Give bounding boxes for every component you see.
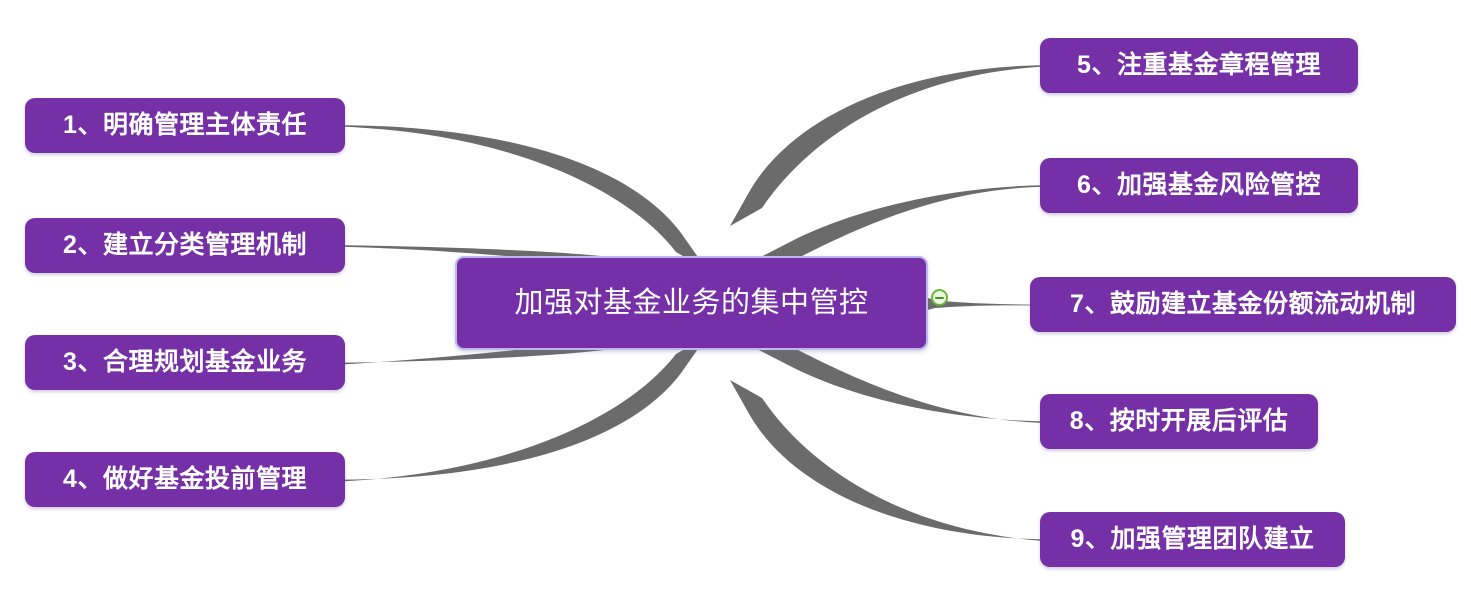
center-node[interactable]: 加强对基金业务的集中管控 <box>455 256 928 350</box>
branch-node-9-label: 9、加强管理团队建立 <box>1070 525 1315 553</box>
center-node-label: 加强对基金业务的集中管控 <box>514 286 869 319</box>
connector-left-1 <box>345 125 707 270</box>
connector-left-4 <box>345 336 707 482</box>
branch-node-6-label: 6、加强基金风险管控 <box>1077 171 1321 199</box>
branch-node-7[interactable]: 7、鼓励建立基金份额流动机制 <box>1030 277 1456 332</box>
branch-node-1-label: 1、明确管理主体责任 <box>63 111 307 139</box>
minus-glyph <box>935 296 944 299</box>
branch-node-3-label: 3、合理规划基金业务 <box>63 348 307 376</box>
branch-node-2-label: 2、建立分类管理机制 <box>63 231 307 259</box>
branch-node-4-label: 4、做好基金投前管理 <box>63 465 307 493</box>
branch-node-9[interactable]: 9、加强管理团队建立 <box>1040 512 1345 567</box>
branch-node-4[interactable]: 4、做好基金投前管理 <box>25 452 345 507</box>
branch-node-6[interactable]: 6、加强基金风险管控 <box>1040 158 1358 213</box>
branch-node-3[interactable]: 3、合理规划基金业务 <box>25 335 345 390</box>
connector-right-9 <box>730 380 1040 541</box>
connector-right-5 <box>730 65 1040 226</box>
branch-node-8[interactable]: 8、按时开展后评估 <box>1040 394 1318 449</box>
minus-circle-icon[interactable] <box>931 289 948 306</box>
branch-node-5[interactable]: 5、注重基金章程管理 <box>1040 38 1358 93</box>
connector-right-8 <box>755 347 1040 423</box>
branch-node-8-label: 8、按时开展后评估 <box>1069 407 1289 435</box>
connector-right-6 <box>755 185 1040 261</box>
branch-node-5-label: 5、注重基金章程管理 <box>1077 51 1321 79</box>
branch-node-1[interactable]: 1、明确管理主体责任 <box>25 98 345 153</box>
branch-node-7-label: 7、鼓励建立基金份额流动机制 <box>1070 290 1416 318</box>
branch-node-2[interactable]: 2、建立分类管理机制 <box>25 218 345 273</box>
